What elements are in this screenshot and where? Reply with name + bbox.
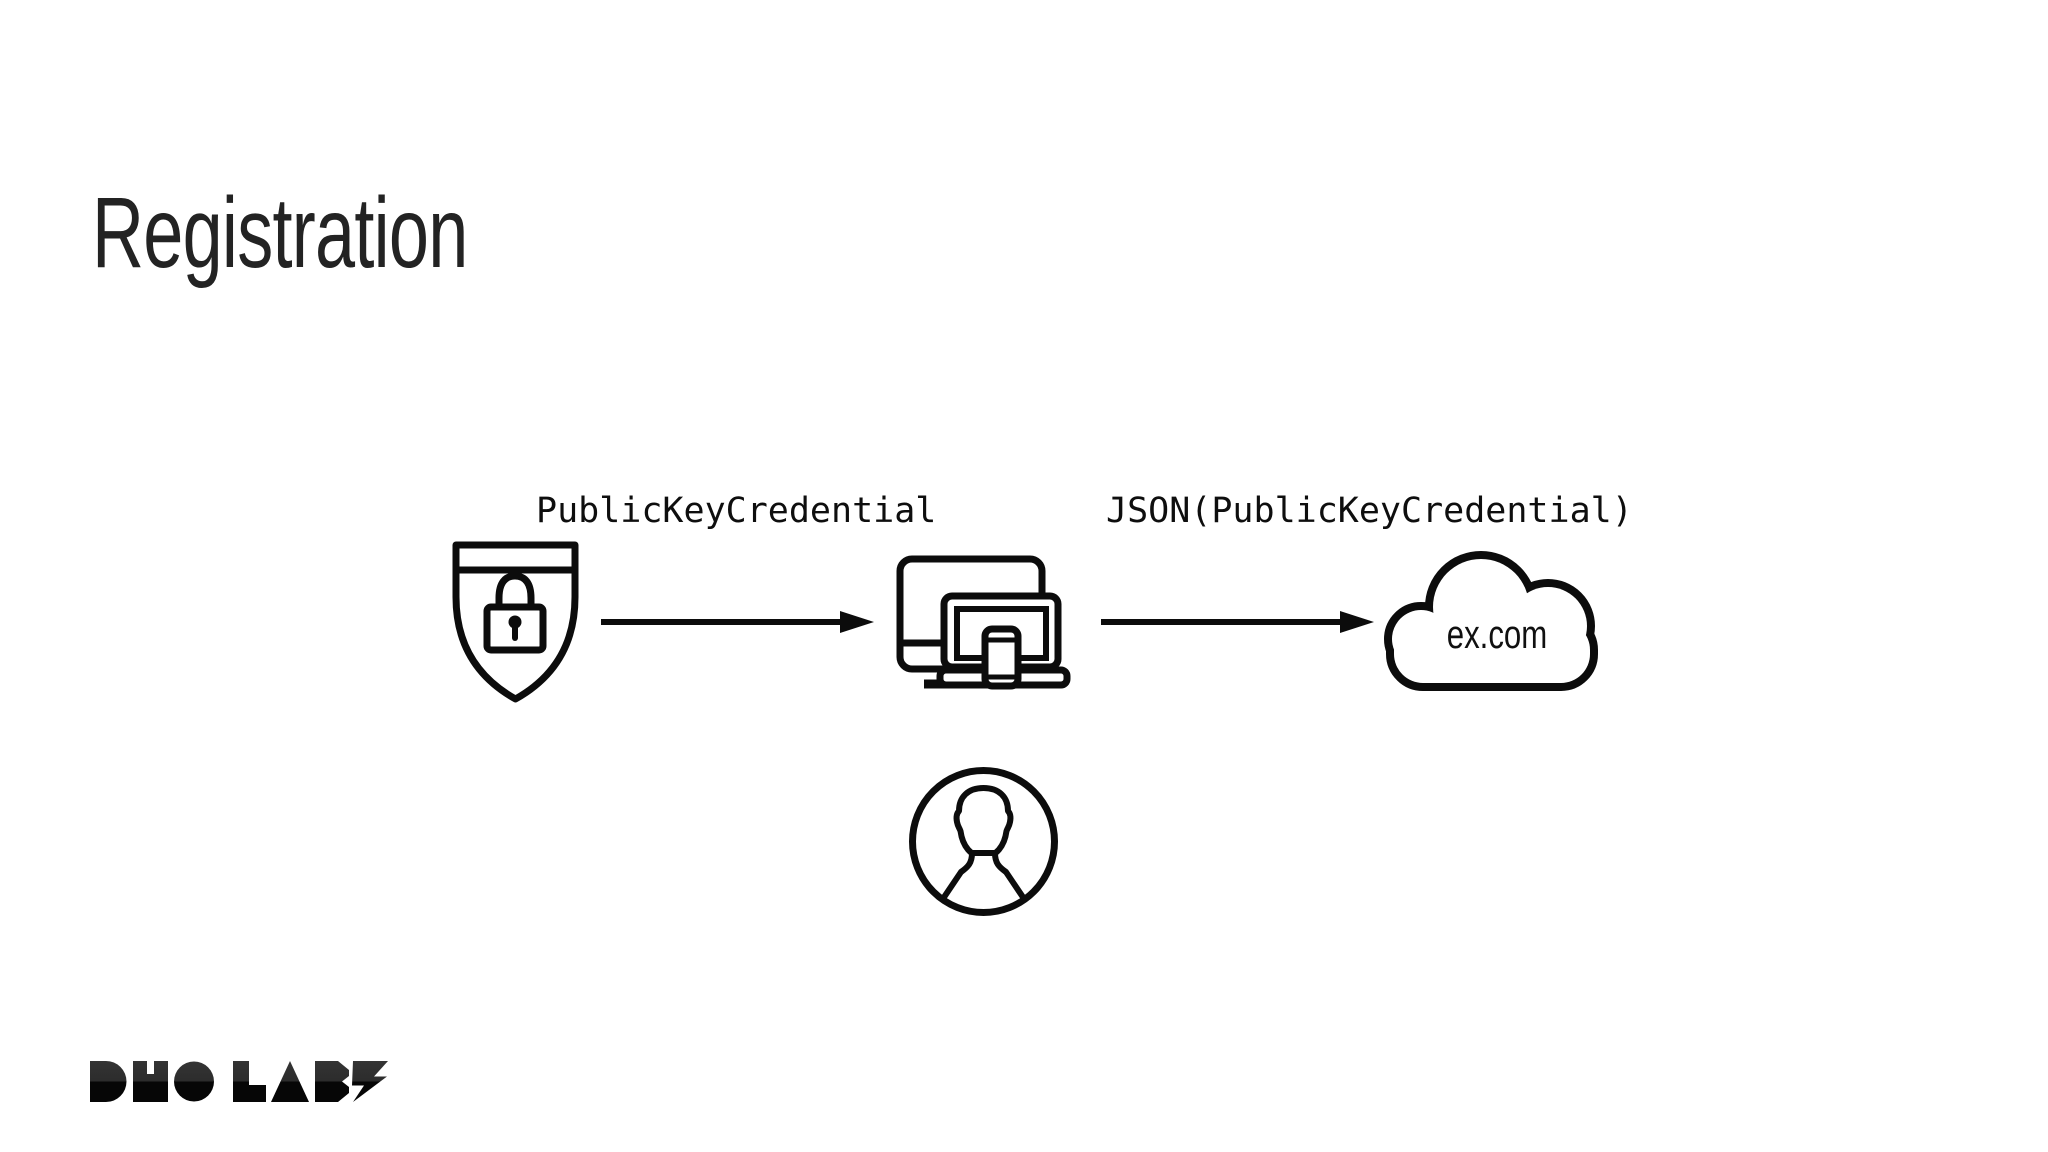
shield-lock-icon [451,541,580,707]
cloud-icon: ex.com [1384,551,1598,693]
right-arrow-icon-1 [598,601,880,643]
duo-labs-logo: DUO LABS [90,1060,388,1104]
user-icon [908,766,1059,917]
flow-label-json-publickeycredential: JSON(PublicKeyCredential) [1106,491,1633,531]
page-title: Registration [92,177,468,289]
right-arrow-icon-2 [1098,601,1380,643]
devices-icon [896,553,1072,693]
flow-label-publickeycredential: PublicKeyCredential [536,491,937,531]
cloud-domain-label: ex.com [1446,613,1548,657]
